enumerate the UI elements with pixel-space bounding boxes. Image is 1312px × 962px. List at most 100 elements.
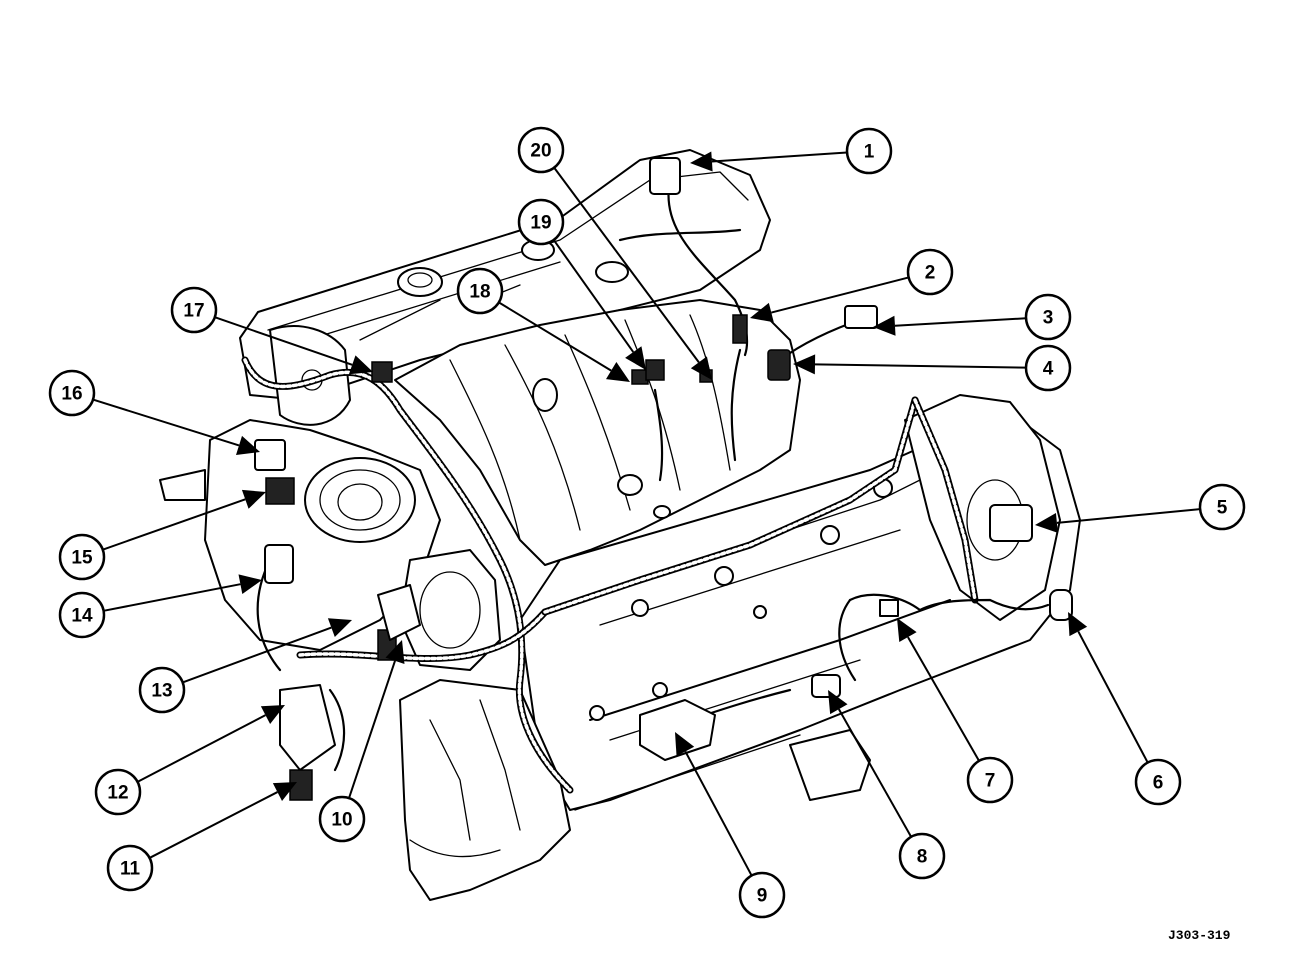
callout-circle-11: [106, 844, 154, 892]
callout-circle-9: [738, 871, 786, 919]
callout-17: 17: [170, 286, 218, 334]
callout-number-6: 6: [1153, 773, 1164, 794]
callout-19: 19: [517, 198, 565, 246]
arrowhead-14: [238, 574, 262, 595]
leader-line-9: [684, 750, 753, 877]
figure-code: J303-319: [1168, 928, 1231, 943]
callout-circle-16: [48, 369, 96, 417]
arrowhead-2: [750, 302, 774, 323]
leader-line-17: [214, 316, 353, 366]
callout-circle-10: [318, 795, 366, 843]
leader-line-3: [894, 317, 1027, 327]
arrowhead-15: [241, 489, 266, 509]
leader-line-19: [552, 239, 635, 353]
callout-13: 13: [138, 666, 186, 714]
leader-line-15: [102, 498, 246, 551]
callout-number-7: 7: [985, 771, 996, 792]
callout-18: 18: [456, 267, 504, 315]
callout-12: 12: [94, 768, 142, 816]
arrowhead-4: [793, 354, 816, 375]
callout-3: 3: [1024, 293, 1072, 341]
arrowhead-7: [897, 618, 917, 643]
callout-circle-12: [94, 768, 142, 816]
callout-circle-2: [906, 248, 954, 296]
callout-number-17: 17: [183, 301, 204, 322]
leader-line-12: [137, 714, 266, 783]
callout-number-1: 1: [864, 142, 875, 163]
callout-number-11: 11: [120, 859, 141, 880]
callout-circle-18: [456, 267, 504, 315]
callout-number-4: 4: [1043, 359, 1054, 380]
callout-2: 2: [906, 248, 954, 296]
callout-number-15: 15: [71, 548, 93, 569]
callout-number-14: 14: [71, 606, 93, 627]
callout-number-12: 12: [107, 783, 128, 804]
callout-circle-20: [517, 126, 565, 174]
arrowhead-10: [385, 640, 405, 665]
wiring-harness: [241, 356, 979, 794]
callout-circle-14: [58, 591, 106, 639]
callout-circle-19: [517, 198, 565, 246]
arrowhead-12: [260, 705, 285, 725]
callout-4: 4: [1024, 344, 1072, 392]
callout-7: 7: [966, 756, 1014, 804]
callout-circle-5: [1198, 483, 1246, 531]
leader-line-18: [498, 301, 612, 372]
arrowhead-1: [690, 151, 713, 172]
callout-14: 14: [58, 591, 106, 639]
callout-9: 9: [738, 871, 786, 919]
leader-line-5: [1056, 508, 1201, 524]
arrowhead-20: [690, 356, 712, 380]
leader-line-1: [711, 151, 848, 163]
callout-circle-7: [966, 756, 1014, 804]
leader-line-4: [814, 363, 1027, 369]
callout-6: 6: [1134, 758, 1182, 806]
callout-number-9: 9: [757, 886, 768, 907]
callout-1: 1: [845, 127, 893, 175]
arrowhead-8: [828, 690, 848, 715]
callout-10: 10: [318, 795, 366, 843]
leader-line-20: [553, 167, 700, 363]
arrowhead-17: [348, 355, 373, 375]
callout-8: 8: [898, 832, 946, 880]
callout-number-2: 2: [925, 263, 936, 284]
callout-20: 20: [517, 126, 565, 174]
callout-number-18: 18: [469, 282, 490, 303]
connectors: [254, 157, 1073, 801]
callout-number-20: 20: [530, 141, 551, 162]
leader-line-14: [103, 583, 241, 612]
leader-line-13: [182, 626, 332, 684]
arrowhead-9: [675, 732, 695, 757]
leader-line-10: [348, 660, 396, 799]
callout-circle-6: [1134, 758, 1182, 806]
arrowhead-13: [327, 618, 352, 637]
callout-number-10: 10: [331, 810, 352, 831]
leader-line-7: [907, 636, 980, 762]
arrowhead-5: [1035, 512, 1058, 533]
arrowhead-16: [236, 435, 260, 455]
arrowhead-3: [873, 315, 896, 336]
throttle-body: [159, 325, 501, 671]
leader-line-6: [1077, 630, 1149, 764]
callout-15: 15: [58, 533, 106, 581]
callout-11: 11: [106, 844, 154, 892]
callout-circle-1: [845, 127, 893, 175]
callout-number-19: 19: [530, 213, 551, 234]
callout-circle-13: [138, 666, 186, 714]
callout-circle-17: [170, 286, 218, 334]
callout-number-5: 5: [1217, 498, 1228, 519]
callout-number-8: 8: [917, 847, 928, 868]
callout-circle-3: [1024, 293, 1072, 341]
arrowhead-18: [606, 362, 630, 382]
callout-number-3: 3: [1043, 308, 1054, 329]
callout-number-13: 13: [151, 681, 172, 702]
leader-line-8: [837, 708, 913, 838]
arrowhead-19: [625, 346, 646, 370]
callout-circle-15: [58, 533, 106, 581]
arrowhead-11: [272, 782, 297, 801]
callout-leaders: [92, 151, 1201, 877]
leader-line-16: [92, 398, 240, 447]
leader-line-11: [149, 791, 278, 859]
